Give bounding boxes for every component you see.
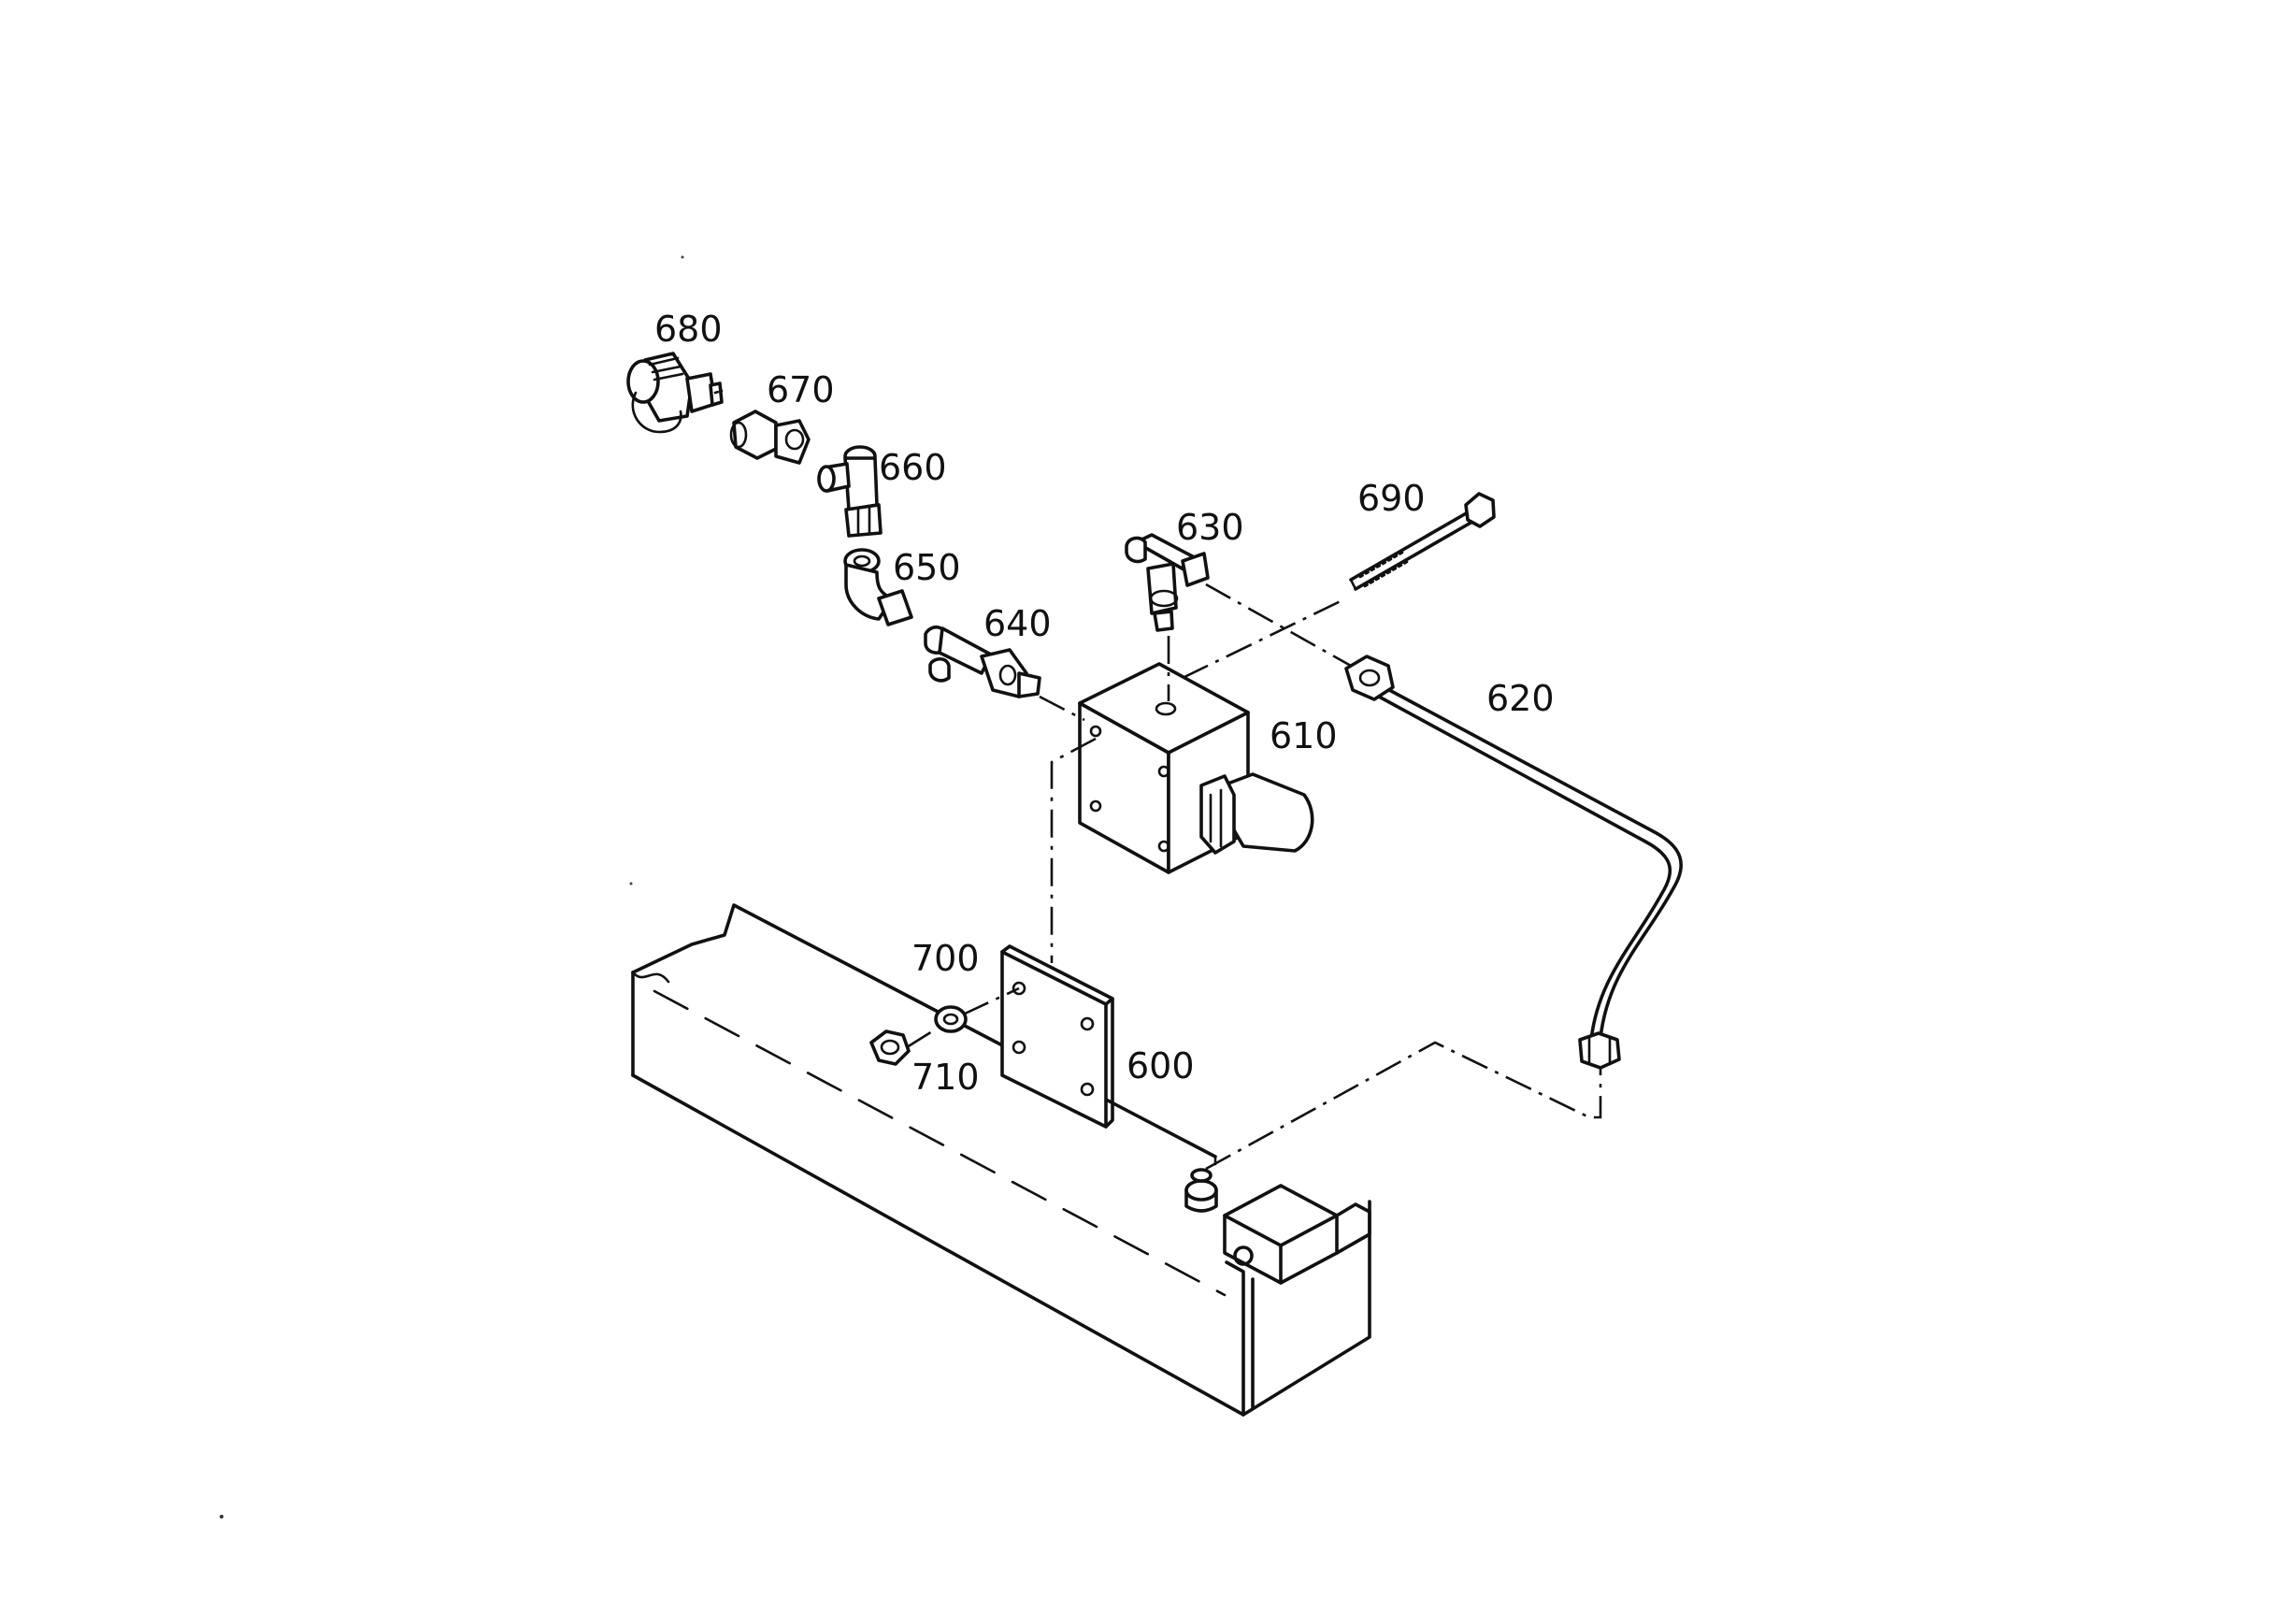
washer-700 [934,1005,968,1033]
tee-fitting-630 [1125,533,1210,632]
callout-620: 620 [1486,678,1555,719]
adapter-670 [729,410,811,465]
quick-coupler-680 [626,352,724,434]
valve-block-610 [1078,662,1314,874]
elbow-650 [843,548,913,626]
callouts: 680 670 660 650 640 630 690 620 610 700 … [654,309,1555,1098]
tee-fitting-660 [817,445,883,538]
callout-640: 640 [983,603,1052,644]
callout-680: 680 [654,309,723,350]
bolt-690 [1349,492,1496,591]
mounting-plate-600 [1000,944,1114,1129]
callout-660: 660 [879,447,947,488]
callout-690: 690 [1357,478,1426,519]
nut-710 [869,1029,911,1066]
frame-rail [631,903,1371,1417]
callout-610: 610 [1270,715,1338,756]
assembly-center-lines [906,583,1602,1171]
rail-end-bracket [1223,1184,1371,1285]
callout-630: 630 [1176,507,1244,548]
callout-710: 710 [911,1057,980,1098]
scan-specks [220,255,684,1518]
tee-fitting-640 [924,625,1041,698]
pipe-620 [1344,655,1683,1070]
callout-650: 650 [893,547,961,588]
rail-bolt [1184,1168,1218,1213]
callout-700: 700 [911,938,980,979]
callout-600: 600 [1126,1045,1195,1087]
callout-670: 670 [767,369,835,410]
